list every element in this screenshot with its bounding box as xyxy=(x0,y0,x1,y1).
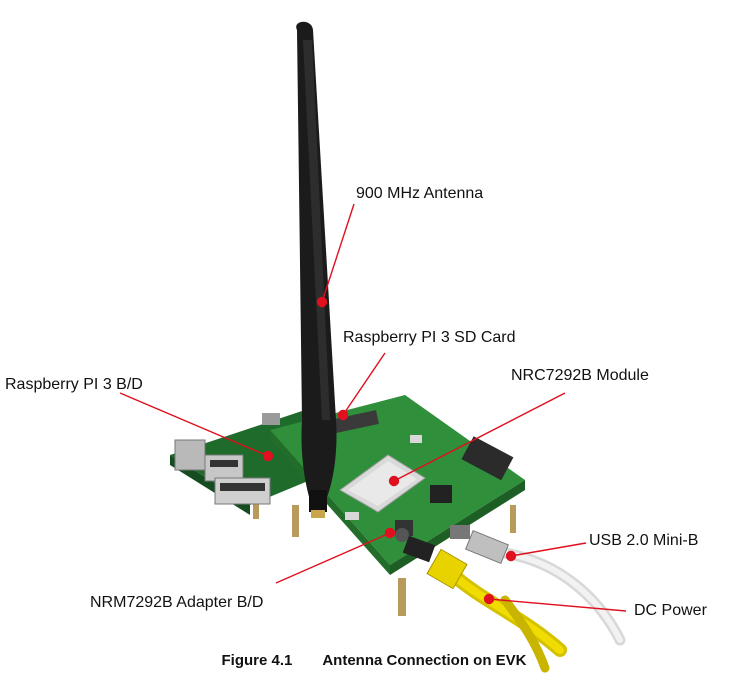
callout-adapter: NRM7292B Adapter B/D xyxy=(90,594,264,611)
callout-antenna: 900 MHz Antenna xyxy=(356,185,484,202)
callout-usb: USB 2.0 Mini-B xyxy=(589,532,699,549)
figure-title: Antenna Connection on EVK xyxy=(322,652,527,669)
leader-lines xyxy=(119,203,627,612)
callout-rpi-board: Raspberry PI 3 B/D xyxy=(5,376,143,393)
callout-dc-power: DC Power xyxy=(634,602,707,619)
connectors xyxy=(402,529,510,590)
figure-number: Figure 4.1 xyxy=(221,652,293,669)
callout-sd-card: Raspberry PI 3 SD Card xyxy=(343,329,516,346)
nrc-module xyxy=(339,454,426,513)
figure-caption: Figure 4.1 Antenna Connection on EVK xyxy=(0,652,748,669)
standoffs xyxy=(253,497,516,616)
cables xyxy=(443,546,626,673)
antenna xyxy=(296,21,337,518)
callout-module: NRC7292B Module xyxy=(511,367,649,384)
